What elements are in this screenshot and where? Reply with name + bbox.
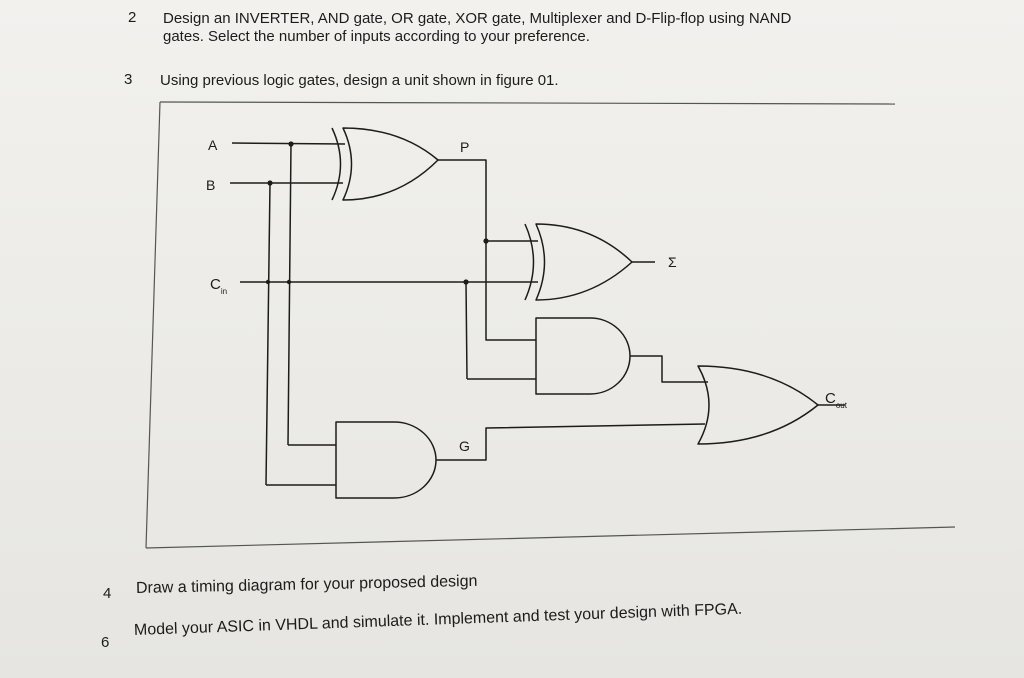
junction-p (483, 238, 489, 244)
junction-a (288, 141, 294, 147)
xor-gate-p-back-arc (331, 127, 342, 201)
xor-gate-sum (535, 223, 633, 301)
xor-gate-p (342, 127, 439, 201)
label-cout-subscript: out (836, 401, 848, 410)
wire-a-tap-vertical (287, 143, 292, 446)
and-gate-p-cin (535, 317, 631, 395)
label-a: A (208, 137, 218, 153)
question-2-text-line-1: Design an INVERTER, AND gate, OR gate, X… (163, 10, 792, 27)
label-cout: Cout (825, 390, 848, 410)
xor-gate-sum-back-arc (524, 223, 535, 301)
wire-cin-tap-vertical (465, 281, 468, 380)
label-cout-main: C (825, 390, 836, 407)
junction-cin (463, 279, 469, 285)
label-p: P (460, 139, 469, 155)
junction-a-cin-cross (286, 279, 292, 285)
figure-frame-left (145, 101, 161, 549)
or-gate-cout (697, 365, 819, 445)
junction-b (267, 180, 273, 186)
label-g: G (459, 438, 470, 454)
junction-b-cin-cross (265, 279, 271, 285)
and-gate-g (335, 421, 437, 499)
question-3-number: 3 (124, 71, 133, 88)
question-4-number: 4 (103, 585, 112, 602)
figure-frame-top (159, 101, 896, 105)
figure-frame-bottom (145, 526, 956, 549)
wire-b-tap-vertical (265, 182, 271, 486)
label-cin-subscript: in (221, 287, 227, 296)
wire-p (438, 159, 536, 341)
label-sum: Σ (668, 254, 677, 270)
question-3-text: Using previous logic gates, design a uni… (160, 72, 559, 89)
label-cin-main: C (210, 276, 221, 293)
label-cin: Cin (210, 276, 227, 296)
question-2-text-line-2: gates. Select the number of inputs accor… (163, 28, 590, 45)
question-2-number: 2 (128, 9, 137, 26)
wire-g (436, 423, 706, 461)
wire-and-pc-to-or (630, 355, 708, 383)
label-b: B (206, 177, 215, 193)
question-6-number: 6 (101, 634, 110, 651)
